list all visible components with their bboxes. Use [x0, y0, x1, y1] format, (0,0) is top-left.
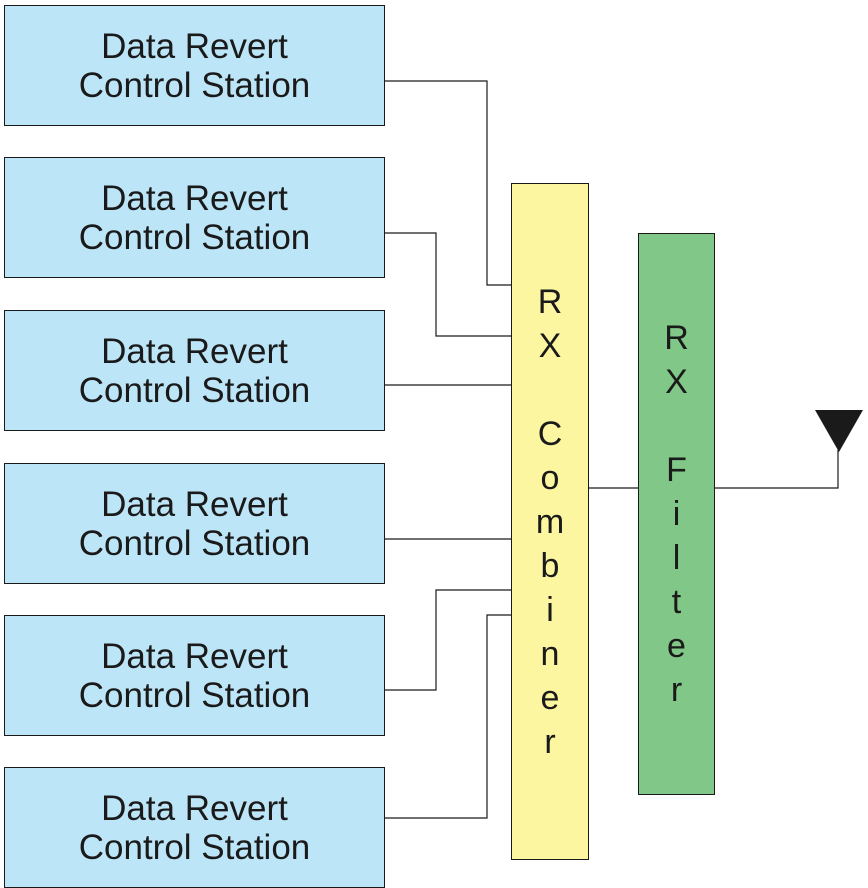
station-label-line2: Control Station — [78, 523, 311, 563]
combiner-letter: R — [537, 282, 563, 321]
station-label-line2: Control Station — [78, 675, 311, 715]
filter-letter: X — [665, 363, 688, 401]
station-label-line1: Data Revert — [101, 26, 288, 66]
filter-letter: i — [672, 495, 681, 533]
filter-letter: t — [671, 583, 682, 621]
combiner-letter: X — [538, 326, 562, 365]
combiner-letter: o — [540, 458, 560, 497]
wire-station-1 — [385, 80, 511, 286]
filter-letter: e — [667, 627, 686, 665]
filter-letter: r — [670, 671, 683, 709]
antenna-icon — [815, 410, 863, 452]
station-label-line2: Control Station — [78, 370, 311, 410]
station-box-5: Data Revert Control Station — [4, 615, 385, 736]
filter-letter: R — [664, 319, 689, 357]
combiner-letter: e — [540, 678, 560, 717]
filter-letter: l — [672, 539, 681, 577]
combiner-letter: b — [540, 546, 560, 585]
combiner-letter: n — [540, 634, 560, 673]
station-box-2: Data Revert Control Station — [4, 157, 385, 278]
station-box-4: Data Revert Control Station — [4, 463, 385, 584]
station-label-line1: Data Revert — [101, 636, 288, 676]
station-label-line1: Data Revert — [101, 178, 288, 218]
wire-filter-antenna — [715, 450, 839, 489]
station-box-6: Data Revert Control Station — [4, 767, 385, 888]
rx-filter-box: R X F i l t e r — [638, 233, 715, 795]
wire-station-5 — [385, 589, 511, 691]
rx-combiner-box: R X C o m b i n e r — [511, 183, 589, 860]
filter-letter: F — [666, 451, 687, 489]
combiner-letter: C — [537, 414, 563, 453]
combiner-letter: r — [544, 722, 556, 761]
combiner-letter: m — [535, 502, 565, 541]
station-label-line2: Control Station — [78, 827, 311, 867]
station-box-1: Data Revert Control Station — [4, 5, 385, 126]
combiner-letter: i — [546, 590, 554, 629]
station-box-3: Data Revert Control Station — [4, 310, 385, 431]
station-label-line1: Data Revert — [101, 484, 288, 524]
station-label-line1: Data Revert — [101, 788, 288, 828]
wire-station-2 — [385, 232, 511, 337]
station-label-line2: Control Station — [78, 217, 311, 257]
station-label-line1: Data Revert — [101, 331, 288, 371]
wire-station-6 — [385, 614, 511, 819]
station-label-line2: Control Station — [78, 65, 311, 105]
